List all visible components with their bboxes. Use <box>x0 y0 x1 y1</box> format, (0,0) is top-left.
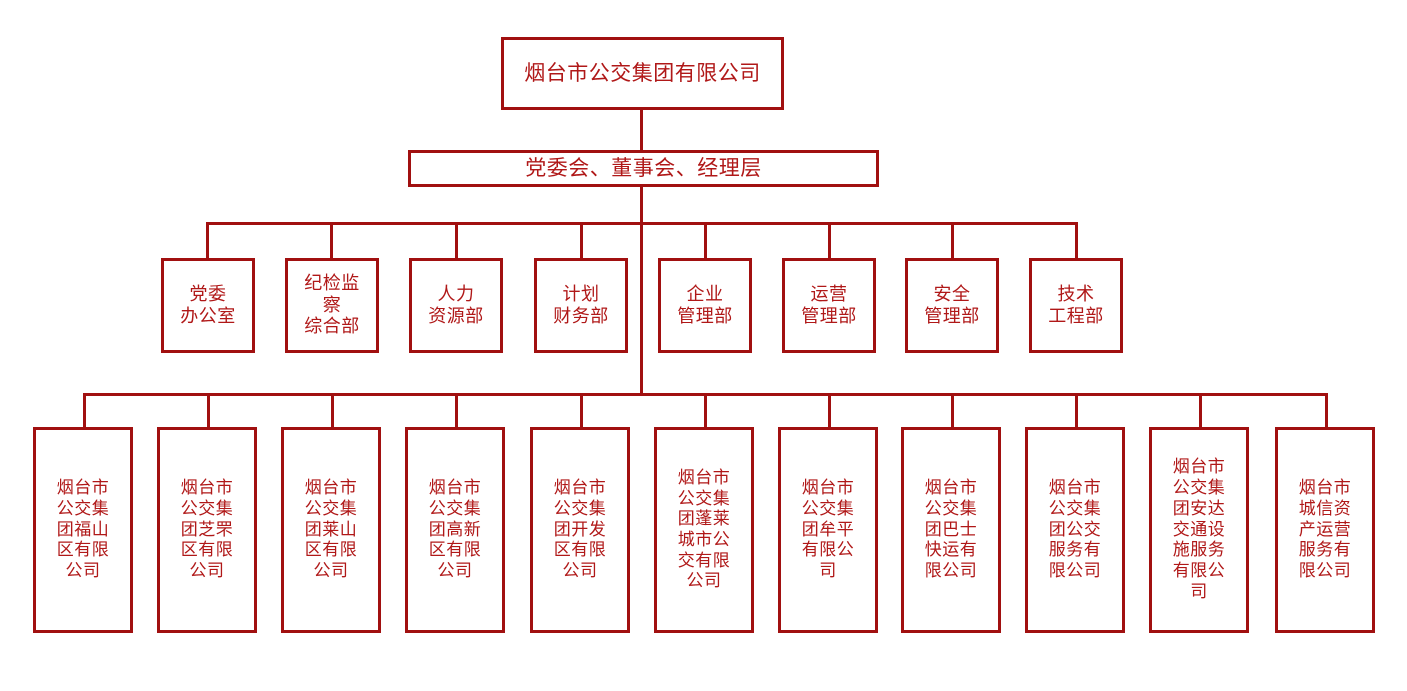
connector-dept-drop-6 <box>828 222 831 258</box>
node-department-safety-management[interactable]: 安全管理部 <box>905 258 999 353</box>
connector-dept-drop-2 <box>330 222 333 258</box>
node-department-label: 纪检监察综合部 <box>304 272 360 338</box>
node-department-planning-finance[interactable]: 计划财务部 <box>534 258 628 353</box>
node-department-party-office[interactable]: 党委办公室 <box>161 258 255 353</box>
connector-sub-drop-10 <box>1199 393 1202 427</box>
connector-sub-drop-5 <box>580 393 583 427</box>
connector-sub-drop-3 <box>331 393 334 427</box>
connector-sub-drop-1 <box>83 393 86 427</box>
node-subsidiary-label: 烟台市公交集团蓬莱城市公交有限公司 <box>677 467 731 592</box>
connector-sub-drop-9 <box>1075 393 1078 427</box>
node-subsidiary-zhifu[interactable]: 烟台市公交集团芝罘区有限公司 <box>157 427 257 633</box>
node-subsidiary-label: 烟台市公交集团开发区有限公司 <box>553 478 607 582</box>
node-subsidiary-gaoxin[interactable]: 烟台市公交集团高新区有限公司 <box>405 427 505 633</box>
connector-sub-drop-6 <box>704 393 707 427</box>
node-board[interactable]: 党委会、董事会、经理层 <box>408 150 879 187</box>
node-department-label: 人力资源部 <box>428 283 484 327</box>
node-subsidiary-kaifaqu[interactable]: 烟台市公交集团开发区有限公司 <box>530 427 630 633</box>
node-subsidiary-label: 烟台市公交集团高新区有限公司 <box>428 478 482 582</box>
node-subsidiary-label: 烟台市公交集团莱山区有限公司 <box>304 478 358 582</box>
node-subsidiary-penglai[interactable]: 烟台市公交集团蓬莱城市公交有限公司 <box>654 427 754 633</box>
connector-sub-drop-8 <box>951 393 954 427</box>
connector-board-stem <box>640 187 643 395</box>
connector-sub-drop-2 <box>207 393 210 427</box>
connector-dept-drop-3 <box>455 222 458 258</box>
node-subsidiary-laishan[interactable]: 烟台市公交集团莱山区有限公司 <box>281 427 381 633</box>
node-subsidiary-label: 烟台市公交集团公交服务有限公司 <box>1048 478 1102 582</box>
connector-department-bus <box>206 222 1076 225</box>
node-department-label: 党委办公室 <box>180 283 236 327</box>
node-department-label: 安全管理部 <box>924 283 980 327</box>
node-root[interactable]: 烟台市公交集团有限公司 <box>501 37 784 110</box>
connector-dept-drop-5 <box>704 222 707 258</box>
node-subsidiary-bus-express[interactable]: 烟台市公交集团巴士快运有限公司 <box>901 427 1001 633</box>
connector-dept-drop-7 <box>951 222 954 258</box>
node-department-label: 运营管理部 <box>801 283 857 327</box>
node-subsidiary-label: 烟台市公交集团安达交通设施服务有限公司 <box>1172 457 1226 602</box>
node-subsidiary-chengxin-assets[interactable]: 烟台市城信资产运营服务有限公司 <box>1275 427 1375 633</box>
node-department-human-resources[interactable]: 人力资源部 <box>409 258 503 353</box>
node-subsidiary-fushan[interactable]: 烟台市公交集团福山区有限公司 <box>33 427 133 633</box>
connector-dept-drop-8 <box>1075 222 1078 258</box>
connector-dept-drop-4 <box>580 222 583 258</box>
connector-dept-drop-1 <box>206 222 209 258</box>
node-subsidiary-label: 烟台市公交集团福山区有限公司 <box>56 478 110 582</box>
node-subsidiary-anda-facilities[interactable]: 烟台市公交集团安达交通设施服务有限公司 <box>1149 427 1249 633</box>
connector-root-to-board <box>640 110 643 150</box>
node-department-label: 技术工程部 <box>1048 283 1104 327</box>
node-subsidiary-muping[interactable]: 烟台市公交集团牟平有限公司 <box>778 427 878 633</box>
node-subsidiary-transit-service[interactable]: 烟台市公交集团公交服务有限公司 <box>1025 427 1125 633</box>
node-department-operations-management[interactable]: 运营管理部 <box>782 258 876 353</box>
node-department-discipline-inspection[interactable]: 纪检监察综合部 <box>285 258 379 353</box>
node-subsidiary-label: 烟台市城信资产运营服务有限公司 <box>1298 478 1352 582</box>
node-subsidiary-label: 烟台市公交集团巴士快运有限公司 <box>924 478 978 582</box>
node-root-label: 烟台市公交集团有限公司 <box>524 60 761 85</box>
connector-sub-drop-4 <box>455 393 458 427</box>
node-board-label: 党委会、董事会、经理层 <box>525 155 762 180</box>
node-department-label: 企业管理部 <box>677 283 733 327</box>
node-department-technology-engineering[interactable]: 技术工程部 <box>1029 258 1123 353</box>
connector-sub-drop-7 <box>828 393 831 427</box>
node-subsidiary-label: 烟台市公交集团芝罘区有限公司 <box>180 478 234 582</box>
connector-sub-drop-11 <box>1325 393 1328 427</box>
node-department-label: 计划财务部 <box>553 283 609 327</box>
node-subsidiary-label: 烟台市公交集团牟平有限公司 <box>801 478 855 582</box>
node-department-enterprise-management[interactable]: 企业管理部 <box>658 258 752 353</box>
